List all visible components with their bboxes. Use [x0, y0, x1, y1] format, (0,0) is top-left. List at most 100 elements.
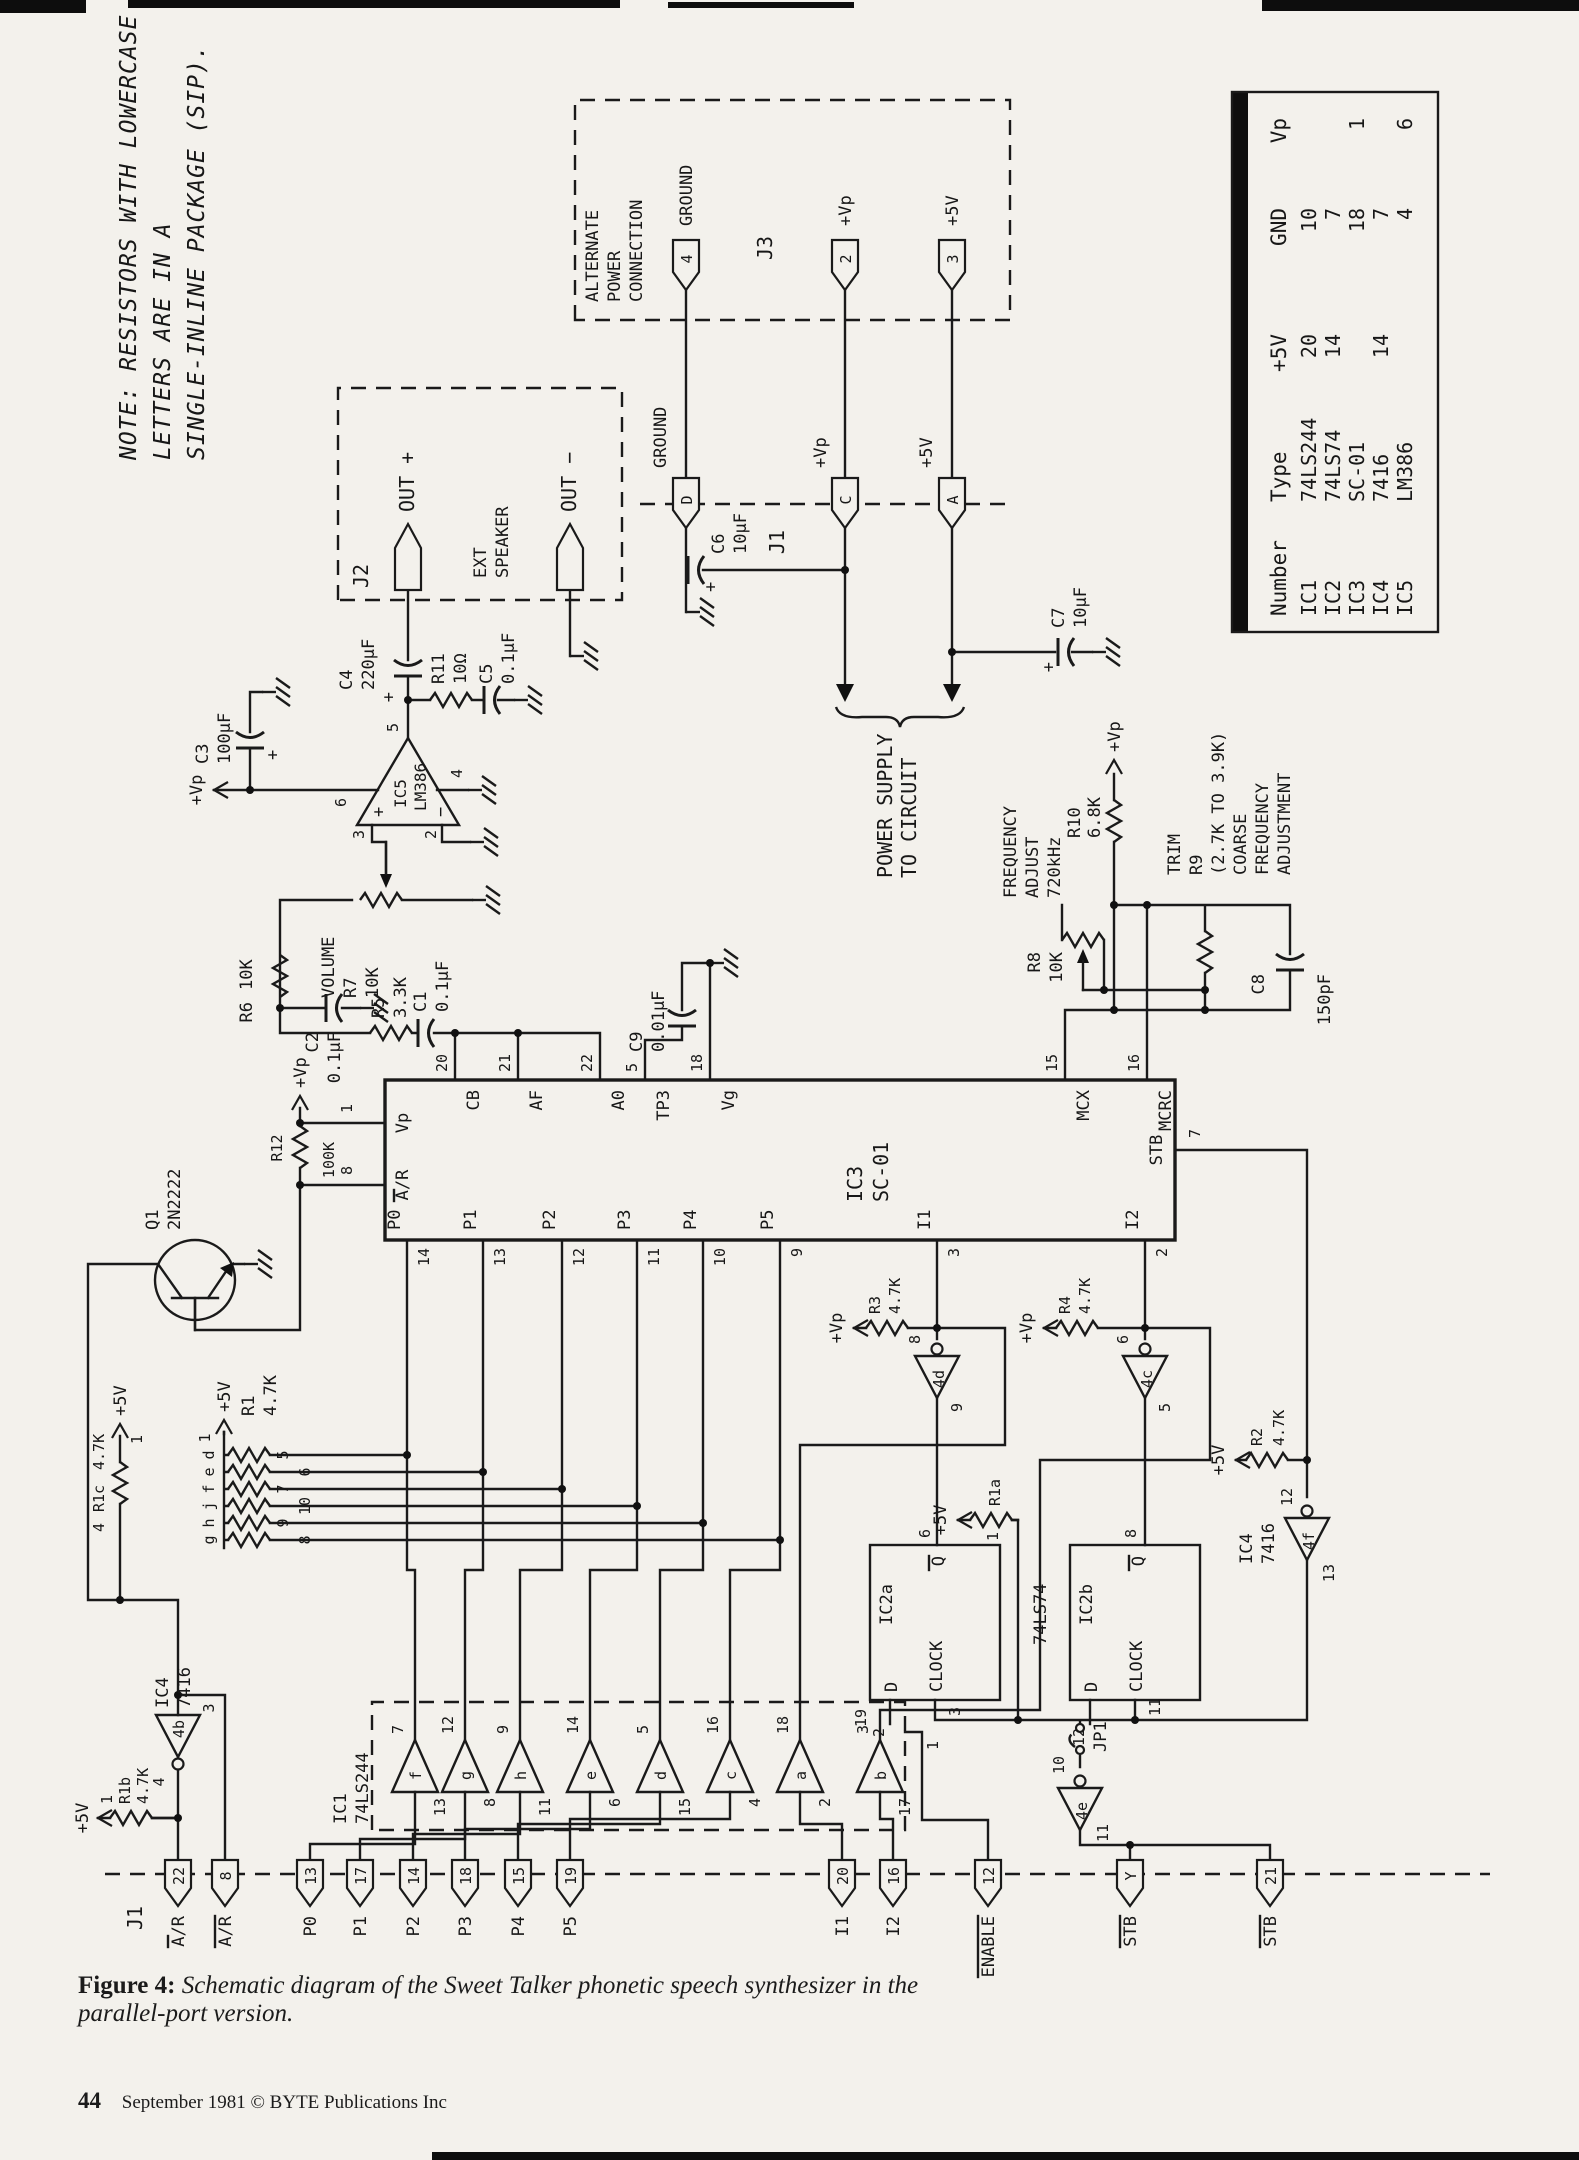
sc01-pin-num: 3 [945, 1248, 963, 1257]
gate-4d-out: 8 [906, 1335, 924, 1344]
j3-pin-2 [830, 238, 860, 292]
j1-pin-num: 18 [457, 1867, 475, 1885]
j1-pin-name: P1 [351, 1916, 371, 1936]
net-strobe [888, 1148, 1309, 1862]
sc01-pin-num: 18 [688, 1054, 706, 1072]
r2-value: 4.7K [1270, 1410, 1288, 1446]
j3-pin-3 [937, 238, 967, 292]
j2-out-minus: OUT − [557, 452, 581, 512]
c2-ref: C2 [303, 1032, 323, 1052]
ic2a-d: D [882, 1682, 902, 1692]
ic5-lm386-body [354, 735, 462, 827]
resistor-r2 [1244, 1451, 1290, 1469]
ic2a-q: Q [929, 1556, 949, 1566]
j1-pin-num: C [837, 495, 855, 504]
buffer-letter: d [652, 1771, 670, 1780]
j1-pin-num: D [678, 495, 696, 504]
j2-out-plus: OUT + [395, 452, 419, 512]
lm386-pin6: 6 [332, 798, 350, 807]
buffer-in: 13 [431, 1798, 449, 1816]
junction [1131, 1716, 1139, 1724]
j2-ext: EXT [471, 547, 491, 578]
j1-pin-12 [973, 1858, 1003, 1908]
freq-line1: FREQUENCY [1001, 806, 1021, 898]
junction [1143, 901, 1151, 909]
resistor-r11 [428, 691, 474, 709]
r7-ref: R7 [341, 978, 361, 998]
j1-pin-16 [878, 1858, 908, 1908]
table-cell: 74LS244 [1297, 418, 1321, 502]
lm386-pin4: 4 [448, 769, 466, 778]
resistor-r9 [1196, 929, 1214, 975]
ground [708, 947, 740, 979]
j1-pin-num: A [944, 495, 962, 504]
ic2a-pin-q: 6 [916, 1529, 934, 1538]
resistor-r4 [1054, 1319, 1100, 1337]
scan-artifact [1262, 0, 1579, 11]
junction [479, 1468, 487, 1476]
ic2b-body [1068, 1543, 1202, 1702]
j1-pin-d [671, 476, 701, 530]
ic4-ref: IC4 [153, 1677, 173, 1708]
gate-4f-bubble [1300, 1504, 1314, 1518]
buffer-out: 3 [854, 1725, 872, 1734]
j1-pin-15 [503, 1858, 533, 1908]
j3-box [573, 98, 1012, 322]
buffer-out: 7 [389, 1725, 407, 1734]
sc01-pin-num: 13 [491, 1248, 509, 1266]
supply-arrow-vp [1104, 758, 1124, 776]
c6-value: 10µF [731, 513, 751, 554]
ground [466, 774, 498, 806]
sip-letter: j [200, 1501, 218, 1510]
labels: NOTE: RESISTORS WITH LOWERCASE LETTERS A… [73, 15, 1417, 1979]
c9-value: 0.01µF [649, 991, 669, 1052]
cap-c1 [416, 1017, 436, 1049]
junction [1126, 1841, 1134, 1849]
sip-pin: 7 [274, 1484, 292, 1493]
ic1-box [370, 1700, 907, 1832]
ground [260, 676, 292, 708]
j2-out-minus-pin [555, 521, 585, 592]
table-header-5v: +5V [1267, 334, 1291, 372]
buffer-letter: c [722, 1771, 740, 1780]
c7-value: 10µF [1071, 587, 1091, 628]
jp1-jumper-arc [1068, 1730, 1076, 1748]
j3-pin-name: +5V [943, 195, 963, 226]
sc01-pin-num: 15 [1043, 1054, 1061, 1072]
power-supply-line1: POWER SUPPLY [873, 734, 897, 879]
j1-pin-17 [345, 1858, 375, 1908]
table-cell: LM386 [1393, 442, 1417, 502]
net-p1 [358, 1238, 485, 1862]
junction [558, 1485, 566, 1493]
sip-pin: 5 [274, 1450, 292, 1459]
r1c-value: 4.7K [90, 1434, 108, 1470]
sip-resistor-f [226, 1480, 272, 1498]
j1-pin-name: GROUND [651, 407, 671, 468]
j3-pin-num: 4 [678, 254, 696, 263]
r7-value: 10K [363, 967, 383, 998]
gate-4d-label: 4d [930, 1370, 948, 1388]
junction [1100, 986, 1108, 994]
j1-pin-name: A/R [169, 1915, 189, 1946]
gate-4b [154, 1713, 202, 1760]
gate-4e [1056, 1786, 1104, 1833]
jp1-post [1074, 1744, 1086, 1756]
j1-pin-num: 13 [302, 1867, 320, 1885]
c1-ref: C1 [411, 992, 431, 1012]
table-cell: IC4 [1369, 580, 1393, 616]
sip-letter: f [200, 1484, 218, 1493]
j1-pin-num: 22 [170, 1867, 188, 1885]
c8-value: 150pF [1315, 974, 1335, 1025]
sc01-pin-name: STB [1147, 1135, 1167, 1166]
ic2b-label: IC2b [1077, 1584, 1097, 1625]
buffer-letter: g [457, 1771, 475, 1780]
table-cell: 6 [1393, 118, 1417, 130]
sip-resistor-d [226, 1446, 272, 1464]
table-cell: IC2 [1321, 580, 1345, 616]
buffer-d [635, 1737, 685, 1794]
ic4-type: 7416 [1259, 1523, 1279, 1564]
resistor-r8-pot [1060, 931, 1106, 949]
freq-line2: ADJUST [1023, 837, 1043, 898]
wires [86, 288, 1309, 1862]
gate-4b-in: 3 [200, 1703, 218, 1712]
